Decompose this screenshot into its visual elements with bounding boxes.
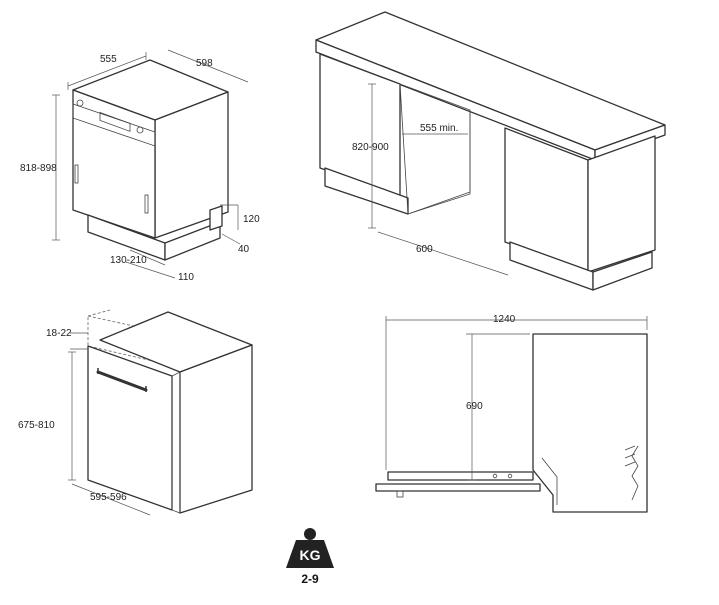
plinth-step bbox=[209, 205, 223, 231]
body-side bbox=[179, 344, 253, 514]
dim-plinth-offset-label: 110 bbox=[178, 272, 194, 283]
weight-icon-label: KG bbox=[300, 547, 321, 563]
dim-niche-depth-label: 600 bbox=[416, 244, 433, 255]
dim-width-label: 555 bbox=[100, 54, 117, 65]
basket-rail bbox=[541, 457, 558, 505]
handle-left bbox=[74, 164, 79, 184]
machine-side bbox=[532, 333, 648, 513]
dim-plinth-height-label: 120 bbox=[243, 214, 260, 225]
niche-worktop-view bbox=[315, 11, 666, 291]
dim-open-length-label: 1240 bbox=[493, 314, 516, 325]
door-panel bbox=[87, 345, 173, 511]
weight-range: 2-9 bbox=[301, 572, 319, 586]
dim-door-width-label: 595-596 bbox=[90, 492, 127, 503]
door-edge bbox=[171, 371, 181, 514]
weight-icon bbox=[286, 528, 334, 568]
dim-open-door-height-label: 690 bbox=[466, 401, 483, 412]
right-cabinet-side bbox=[587, 135, 656, 273]
handle-right bbox=[144, 194, 149, 214]
door-handle bbox=[96, 370, 148, 392]
dim-panel-gap-label: 18-22 bbox=[46, 328, 72, 339]
knob-icon bbox=[136, 126, 144, 134]
side-open-door-view bbox=[375, 316, 648, 513]
hinge-spring bbox=[631, 445, 639, 501]
display-window bbox=[99, 111, 131, 132]
dim-plinth-depth-label: 40 bbox=[238, 244, 250, 255]
open-door bbox=[387, 471, 534, 481]
dim-niche-width-label: 555 min. bbox=[420, 123, 458, 134]
dim-niche-height-label: 820-900 bbox=[352, 142, 389, 153]
dishwasher-isometric-view bbox=[52, 49, 249, 279]
dim-depth-label: 598 bbox=[196, 58, 213, 69]
dim-plinth-range-label: 130-210 bbox=[110, 255, 147, 266]
dim-height-label: 818-898 bbox=[20, 163, 57, 174]
open-door-panel bbox=[375, 483, 541, 492]
niche-back bbox=[399, 83, 471, 215]
knob-icon bbox=[76, 99, 84, 107]
dim-door-height-label: 675-810 bbox=[18, 420, 55, 431]
plinth-side bbox=[164, 221, 221, 261]
door-foot bbox=[396, 490, 404, 498]
integrated-door-view bbox=[68, 309, 253, 516]
right-cabinet-plinth-side bbox=[592, 251, 653, 291]
appliance-front bbox=[72, 89, 156, 239]
